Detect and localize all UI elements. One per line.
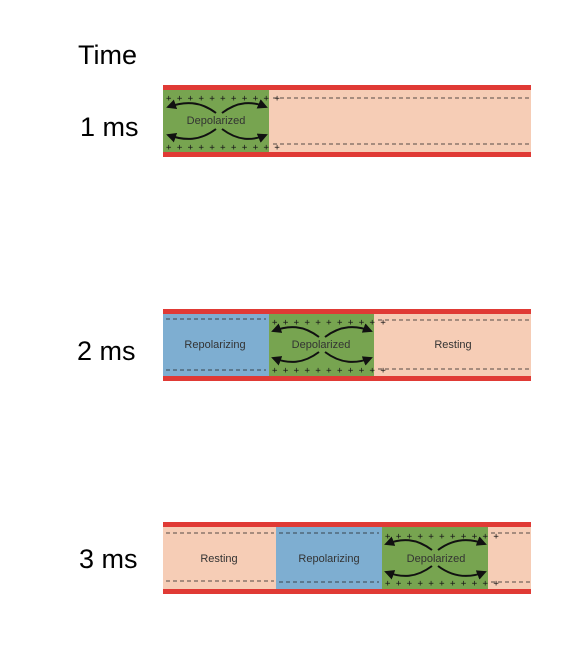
- segment-label: Repolarizing: [298, 553, 359, 565]
- time-heading: Time: [78, 40, 137, 70]
- axon-panel-3ms: + + + + + + + + + + + + + + + + + + + + …: [163, 522, 531, 594]
- segment-label: Repolarizing: [184, 339, 245, 351]
- current-arrow-icon: [166, 99, 217, 114]
- positive-charges-top: + + + + + + + + + + +: [385, 532, 499, 542]
- segment-label: Resting: [434, 339, 471, 351]
- segment-repolarizing: [163, 312, 269, 378]
- current-arrow-icon: [384, 565, 433, 580]
- time-label-2ms: 2 ms: [77, 336, 136, 366]
- positive-charges-top: + + + + + + + + + + +: [166, 94, 280, 104]
- time-label-3ms: 3 ms: [79, 544, 138, 574]
- axon-panel-2ms: + + + + + + + + + + + + + + + + + + + + …: [163, 309, 531, 381]
- membrane-bottom: [163, 376, 531, 381]
- current-arrow-icon: [437, 565, 487, 580]
- segment-depolarized: [163, 88, 269, 154]
- axon-panel-1ms: + + + + + + + + + + + + + + + + + + + + …: [163, 85, 531, 157]
- segment-depolarized: [269, 312, 374, 378]
- segment-depolarized: [382, 525, 488, 591]
- membrane-bottom: [163, 152, 531, 157]
- positive-charges-top: + + + + + + + + + + +: [272, 318, 386, 328]
- current-arrow-icon: [324, 351, 373, 366]
- segment-label: Depolarized: [187, 115, 246, 127]
- membrane-top: [163, 522, 531, 527]
- current-arrow-icon: [221, 99, 268, 114]
- current-arrow-icon: [221, 128, 268, 143]
- time-label-1ms: 1 ms: [80, 112, 139, 142]
- current-arrow-icon: [271, 323, 320, 338]
- segment-label: Depolarized: [407, 553, 466, 565]
- positive-charges-bottom: + + + + + + + + + + +: [385, 579, 499, 589]
- positive-charges-bottom: + + + + + + + + + + +: [166, 143, 280, 153]
- segment-label: Resting: [200, 553, 237, 565]
- current-arrow-icon: [384, 536, 433, 551]
- current-arrow-icon: [324, 323, 373, 338]
- current-arrow-icon: [166, 128, 217, 143]
- segment-repolarizing: [276, 525, 382, 591]
- segment-label: Depolarized: [292, 339, 351, 351]
- membrane-bottom: [163, 589, 531, 594]
- current-arrow-icon: [437, 536, 487, 551]
- membrane-top: [163, 309, 531, 314]
- membrane-top: [163, 85, 531, 90]
- current-arrow-icon: [271, 351, 320, 366]
- positive-charges-bottom: + + + + + + + + + + +: [272, 366, 386, 376]
